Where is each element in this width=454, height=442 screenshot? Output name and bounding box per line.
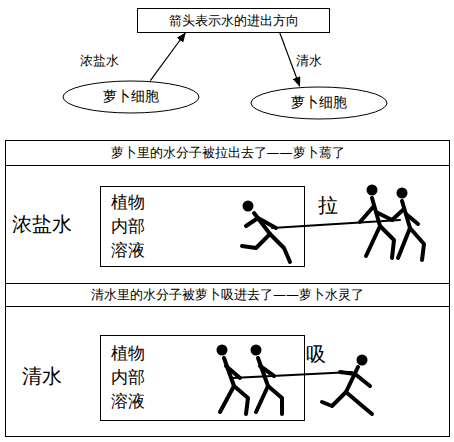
node-text: 清水里的水分子被萝卜吸进去了——萝卜水灵了 — [91, 286, 364, 304]
panel-label: 吸 — [306, 341, 326, 368]
header-band: 清水里的水分子被萝卜吸进去了——萝卜水灵了 — [6, 284, 449, 306]
figure-head — [367, 185, 378, 196]
figure-stroke — [242, 234, 290, 262]
figure-stroke — [256, 386, 282, 414]
text-box: 箭头表示水的进出方向 — [137, 8, 330, 33]
figure-head — [243, 201, 254, 212]
node-text: 萝卜细胞 — [291, 94, 347, 112]
panel-label: 浓盐水 — [12, 211, 72, 238]
figure-stroke — [366, 226, 394, 258]
figure-stroke — [392, 209, 418, 224]
figure-stroke — [360, 206, 392, 222]
figure-stroke — [260, 366, 274, 376]
figure-stroke — [340, 372, 370, 386]
node-text: 萝卜里的水分子被拉出去了——萝卜蔫了 — [111, 144, 345, 162]
text-box: 植物 内部 溶液 — [100, 186, 305, 267]
node-text: 萝卜细胞 — [103, 88, 159, 106]
water-arrow — [150, 33, 185, 81]
figure-head — [251, 345, 262, 356]
figure-stroke — [220, 386, 248, 414]
panel-label: 拉 — [318, 192, 338, 219]
text-box: 植物 内部 溶液 — [100, 335, 305, 421]
figure-head — [357, 355, 368, 366]
figure-stroke — [346, 367, 358, 392]
node-text: 箭头表示水的进出方向 — [169, 12, 299, 30]
solution-label: 植物 内部 溶液 — [111, 342, 147, 413]
solution-label: 植物 内部 溶液 — [111, 191, 147, 262]
edge-label: 清水 — [296, 52, 322, 70]
panel-label: 清水 — [22, 363, 62, 390]
figure-stroke — [322, 392, 372, 414]
figure-stroke — [226, 366, 240, 378]
figure-stroke — [232, 372, 352, 378]
figure-stroke — [246, 218, 276, 228]
header-band: 萝卜里的水分子被拉出去了——萝卜蔫了 — [6, 141, 449, 165]
cell-ellipse: 萝卜细胞 — [250, 86, 388, 120]
edge-label: 浓盐水 — [80, 52, 119, 70]
figure-head — [397, 188, 408, 199]
cell-ellipse: 萝卜细胞 — [62, 80, 200, 114]
figure-head — [217, 345, 228, 356]
figure-stroke — [398, 228, 424, 260]
